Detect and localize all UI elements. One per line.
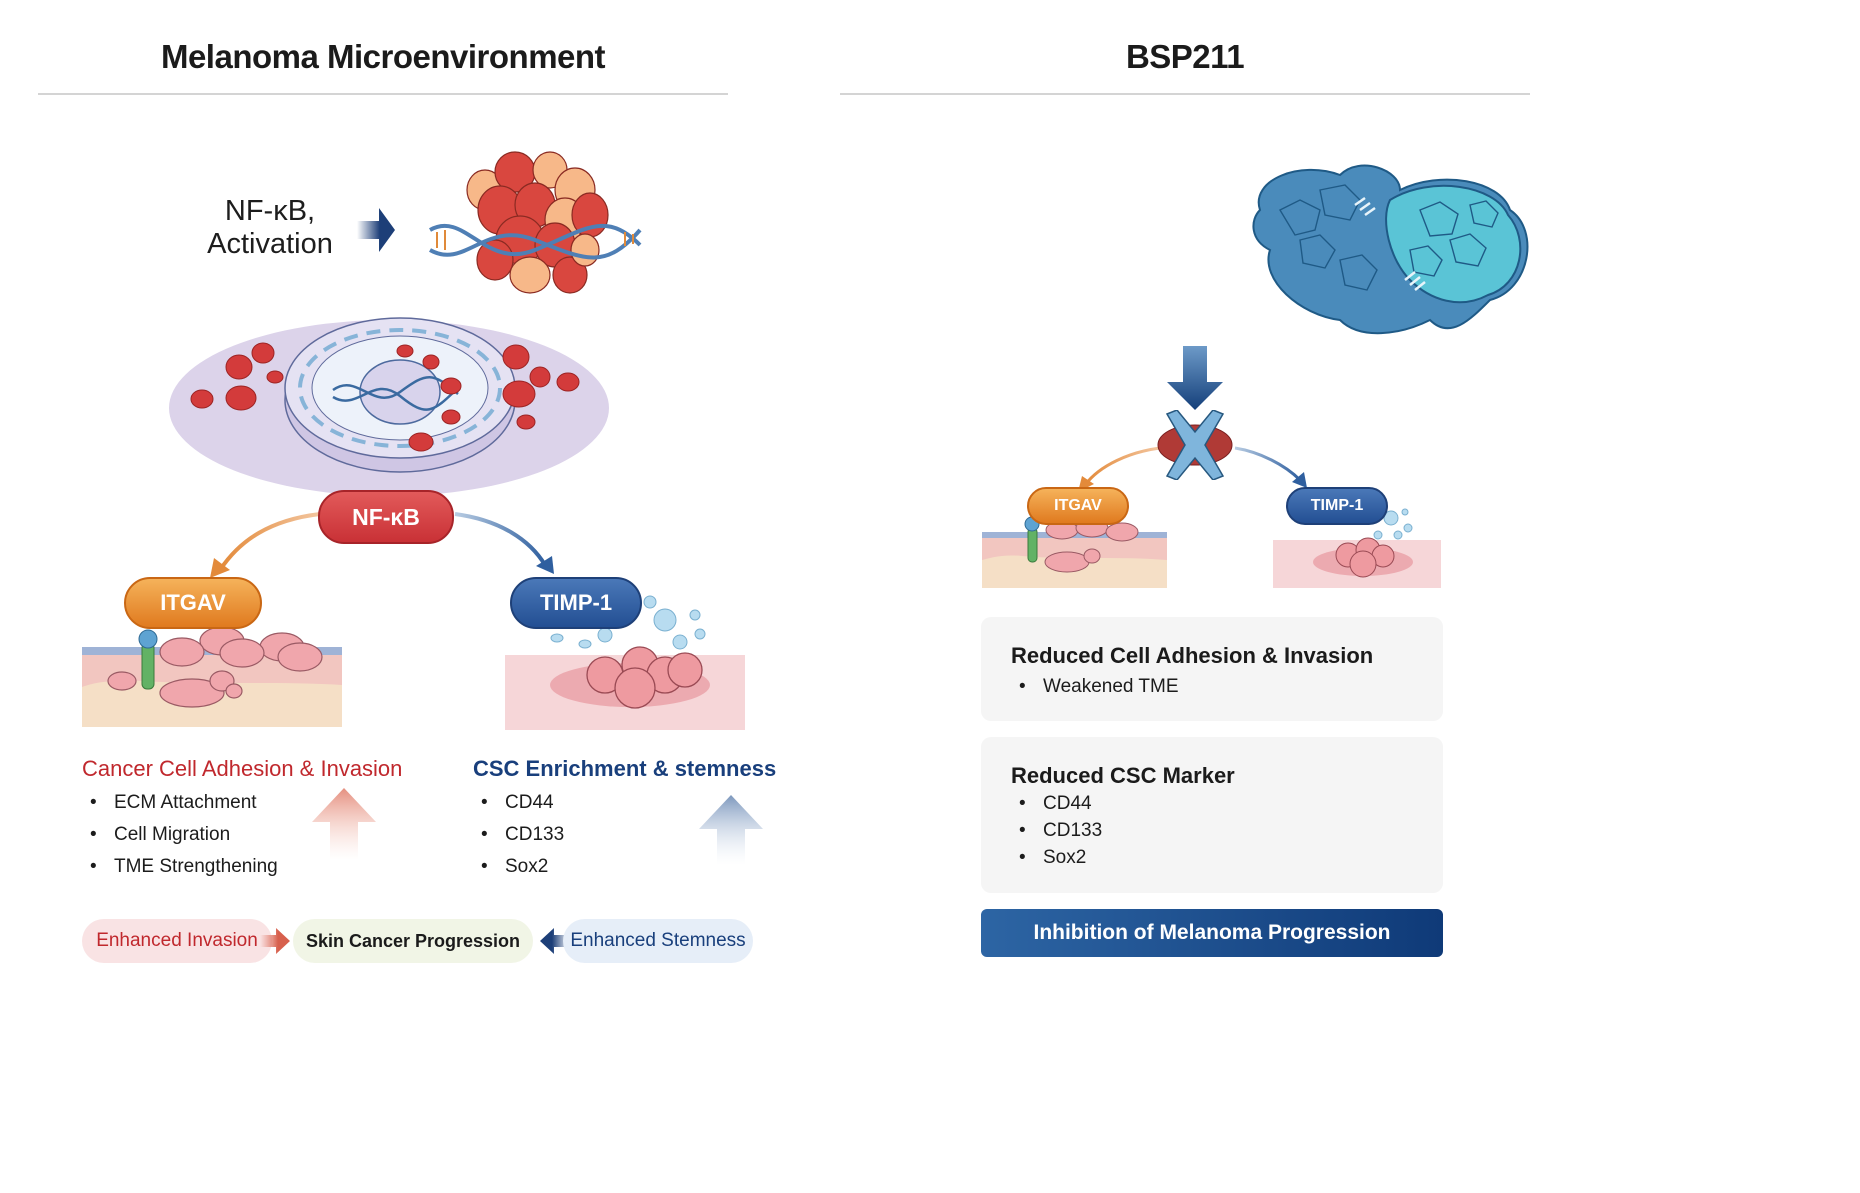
reduced-adhesion-list: •Weakened TME (1019, 671, 1179, 703)
enhanced-stemness-label: Enhanced Stemness (570, 930, 746, 951)
timp1-node: TIMP-1 (510, 577, 642, 629)
cell-nucleus-illustration (169, 317, 609, 496)
bsp211-protein-icon (1252, 164, 1529, 335)
nfkb-node-label: NF-κB (352, 503, 420, 530)
increase-arrow-red-icon (312, 788, 376, 860)
enhanced-stemness-chip: Enhanced Stemness (563, 919, 753, 963)
pathway-arrows (210, 512, 554, 578)
left-title-divider (38, 93, 728, 95)
list-item: •Sox2 (1019, 847, 1087, 868)
right-timp1-node: TIMP-1 (1286, 487, 1388, 525)
reduced-adhesion-heading: Reduced Cell Adhesion & Invasion (1011, 643, 1374, 668)
list-item: •Weakened TME (1019, 676, 1179, 697)
flow-arrow-right-icon (260, 928, 290, 954)
inhibition-down-arrow-icon (1167, 346, 1223, 410)
skin-cancer-progression-chip: Skin Cancer Progression (293, 919, 533, 963)
activation-label-line1: NF-κB, (224, 195, 316, 227)
reduced-adhesion-card: Reduced Cell Adhesion & Invasion •Weaken… (981, 617, 1443, 721)
activation-arrow-icon (357, 208, 395, 252)
nfkb-node: NF-κB (318, 490, 454, 544)
adhesion-heading: Cancer Cell Adhesion & Invasion (82, 756, 403, 781)
inhibition-result-banner: Inhibition of Melanoma Progression (981, 909, 1443, 957)
list-item: •CD133 (481, 824, 565, 845)
reduced-adhesion-tissue-illustration (982, 516, 1167, 588)
itgav-node: ITGAV (124, 577, 262, 629)
activation-label: NF-κB, Activation (195, 195, 345, 261)
csc-heading: CSC Enrichment & stemness (473, 756, 777, 781)
right-itgav-label: ITGAV (1054, 497, 1102, 514)
adhesion-list: •ECM Attachment •Cell Migration •TME Str… (90, 787, 278, 883)
csc-list: •CD44 •CD133 •Sox2 (481, 787, 564, 883)
list-item: •Sox2 (481, 856, 549, 877)
right-itgav-node: ITGAV (1027, 487, 1129, 525)
itgav-node-label: ITGAV (160, 590, 226, 615)
increase-arrow-blue-icon (699, 795, 763, 865)
reduced-csc-card: Reduced CSC Marker •CD44 •CD133 •Sox2 (981, 737, 1443, 893)
skin-cancer-progression-label: Skin Cancer Progression (305, 930, 521, 951)
list-item: •ECM Attachment (90, 792, 257, 813)
csc-tissue-illustration (505, 595, 745, 730)
enhanced-invasion-chip: Enhanced Invasion (82, 919, 272, 963)
inhibition-result-label: Inhibition of Melanoma Progression (1033, 921, 1391, 944)
reduced-csc-list: •CD44 •CD133 •Sox2 (1019, 790, 1102, 871)
adhesion-tissue-illustration (82, 626, 342, 727)
right-panel-title: BSP211 (1125, 38, 1245, 75)
left-panel-title: Melanoma Microenvironment (160, 38, 606, 75)
reduced-csc-heading: Reduced CSC Marker (1011, 763, 1235, 788)
list-item: •CD133 (1019, 820, 1103, 841)
list-item: •CD44 (1019, 793, 1092, 814)
timp1-node-label: TIMP-1 (539, 590, 613, 615)
activation-label-line2: Activation (207, 228, 333, 260)
right-title-divider (840, 93, 1530, 95)
list-item: •Cell Migration (90, 824, 231, 845)
right-timp1-label: TIMP-1 (1310, 497, 1364, 514)
blocked-nfkb-x-icon (1157, 410, 1233, 480)
chromatin-cluster-icon (429, 151, 642, 294)
enhanced-invasion-label: Enhanced Invasion (96, 930, 258, 951)
reduced-csc-tissue-illustration (1273, 508, 1441, 588)
list-item: •CD44 (481, 792, 554, 813)
list-item: •TME Strengthening (90, 856, 278, 877)
flow-arrow-left-icon (540, 928, 570, 954)
